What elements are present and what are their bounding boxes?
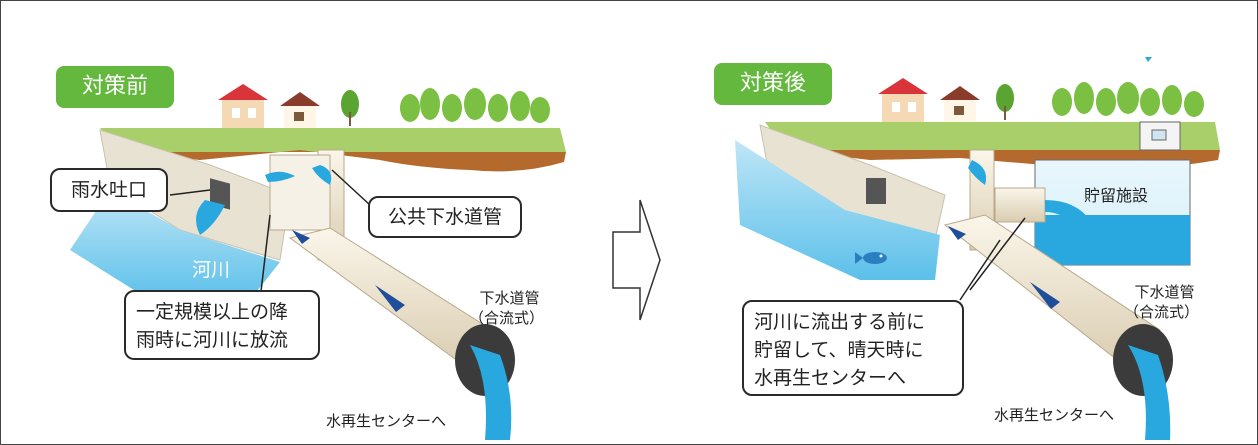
sewer-pipe-label-right-line2: （合流式） (1124, 303, 1200, 321)
sewer-pipe-label-line2: （合流式） (469, 309, 545, 327)
fish-icon (855, 252, 887, 264)
public-sewer-callout-text: 公共下水道管 (387, 206, 502, 228)
tank-inflow (1045, 200, 1090, 222)
chamber-spray (968, 160, 987, 185)
house-icon (218, 84, 268, 128)
pointer-line (969, 217, 1026, 291)
outfall-gate (866, 178, 886, 204)
chamber-spray (312, 165, 332, 185)
building-window (1151, 129, 1167, 141)
river-water (735, 140, 940, 280)
overflow-spray (265, 171, 295, 182)
pointer-line (331, 169, 371, 206)
river-water (70, 190, 280, 300)
storage-facility-label: 貯留施設 (1084, 186, 1149, 205)
before-scene (70, 84, 566, 440)
tree-row (1052, 82, 1204, 117)
flow-arrow (292, 230, 310, 244)
to-center-label: 水再生センターへ (326, 412, 447, 430)
house-icon (940, 86, 980, 122)
flow-arrow (948, 226, 966, 240)
tank-water (1035, 215, 1190, 265)
sewer-pipe-label: 下水道管 （合流式） (469, 288, 544, 328)
sewer-pipe-label-right-line1: 下水道管 (1134, 283, 1195, 301)
connecting-pipe (994, 187, 1046, 223)
discharge-callout: 一定規模以上の降 雨時に河川に放流 (124, 290, 320, 360)
pipe-outflow (1128, 345, 1171, 440)
pointer-line (169, 189, 211, 196)
tree-row (400, 88, 550, 123)
outfall-callout: 雨水吐口 (50, 168, 168, 212)
discharge-callout-line1: 一定規模以上の降 (136, 301, 289, 323)
house-icon (280, 92, 320, 128)
house-icon (878, 78, 928, 122)
bird-mark (1145, 57, 1152, 62)
before-badge: 対策前 (56, 66, 174, 108)
discharge-spray (196, 200, 225, 235)
sewer-pipe (943, 214, 1161, 371)
ground (765, 122, 1220, 150)
tree-icon (996, 84, 1014, 120)
river-label: 河川 (192, 259, 231, 281)
to-center-label-right: 水再生センターへ (994, 406, 1115, 424)
arrow-right-icon (612, 199, 661, 321)
sewer-pipe-label-line1: 下水道管 (479, 289, 540, 307)
outfall-callout-text: 雨水吐口 (70, 179, 147, 201)
discharge-callout-line2: 雨時に河川に放流 (136, 329, 289, 351)
after-scene (735, 57, 1220, 440)
ground (100, 128, 566, 152)
after-callout-line1: 河川に流出する前に (754, 311, 926, 333)
tree-icon (341, 90, 359, 126)
public-sewer-callout: 公共下水道管 (368, 196, 522, 238)
pipe-outflow (470, 345, 512, 440)
soil-band (120, 150, 566, 172)
outfall-gate (210, 178, 230, 210)
after-callout-line3: 水再生センターへ (754, 367, 907, 389)
sewer-pipe-label-right: 下水道管 （合流式） (1124, 282, 1199, 322)
flow-arrow (1030, 282, 1060, 309)
after-badge: 対策後 (714, 63, 832, 105)
after-callout-line2: 貯留して、晴天時に (754, 339, 924, 361)
after-callout: 河川に流出する前に 貯留して、晴天時に 水再生センターへ (742, 300, 964, 396)
pointer-line (959, 239, 1001, 301)
flow-arrow (375, 285, 405, 312)
